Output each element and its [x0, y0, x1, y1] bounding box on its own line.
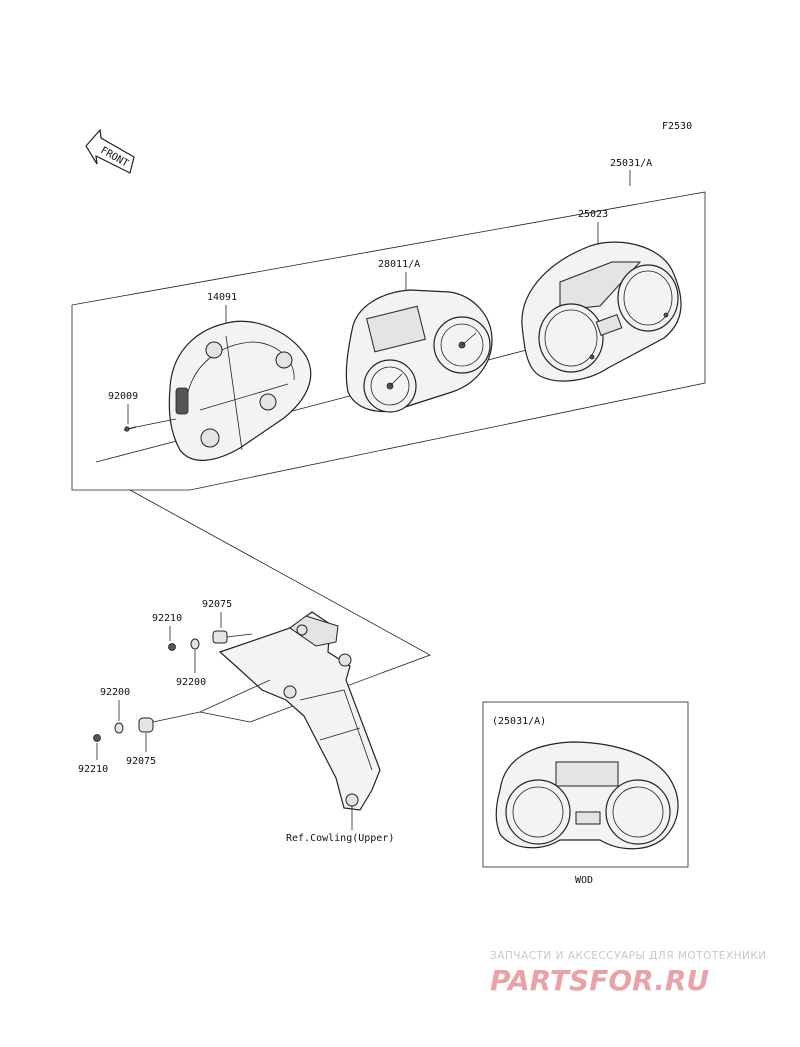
- meter-unit: [345, 289, 493, 413]
- callout-nut-lower: 92210: [78, 764, 108, 775]
- inset-title: (25031/A): [492, 716, 546, 727]
- meter-case: [521, 241, 682, 382]
- inset-caption: WOD: [575, 875, 593, 886]
- figure-code: F2530: [662, 121, 692, 132]
- callout-nut-upper: 92210: [152, 613, 182, 624]
- callout-washer-upper: 92200: [176, 677, 206, 688]
- callout-washer-lower: 92200: [100, 687, 130, 698]
- collar-lower-icon: [138, 717, 154, 733]
- washer-lower-icon: [114, 722, 124, 734]
- callout-collar-upper: 92075: [202, 599, 232, 610]
- inset-panel: (25031/A) WOD: [482, 701, 689, 886]
- washer-upper-icon: [190, 638, 200, 650]
- assembly-outline: [71, 191, 706, 491]
- callout-cover: 14091: [207, 292, 237, 303]
- callout-assembly: 25031/A: [610, 158, 652, 169]
- callout-screw: 92009: [108, 391, 138, 402]
- callout-case: 25023: [578, 209, 608, 220]
- callout-collar-lower: 92075: [126, 756, 156, 767]
- front-label: FRONT: [99, 145, 131, 170]
- collar-upper-icon: [212, 630, 228, 644]
- front-arrow-icon: FRONT: [85, 128, 135, 174]
- nut-upper-icon: [168, 643, 176, 651]
- callout-meter: 28011/A: [378, 259, 420, 270]
- nut-lower-icon: [93, 734, 101, 742]
- mounting-bracket: [218, 611, 381, 811]
- meter-cover: [168, 320, 312, 461]
- ref-note: Ref.Cowling(Upper): [286, 833, 394, 844]
- watermark-logo: PARTSFOR.RU: [490, 964, 709, 997]
- screw-icon: [123, 426, 137, 432]
- watermark-tagline: ЗАПЧАСТИ И АКСЕССУАРЫ ДЛЯ МОТОТЕХНИКИ: [490, 950, 767, 962]
